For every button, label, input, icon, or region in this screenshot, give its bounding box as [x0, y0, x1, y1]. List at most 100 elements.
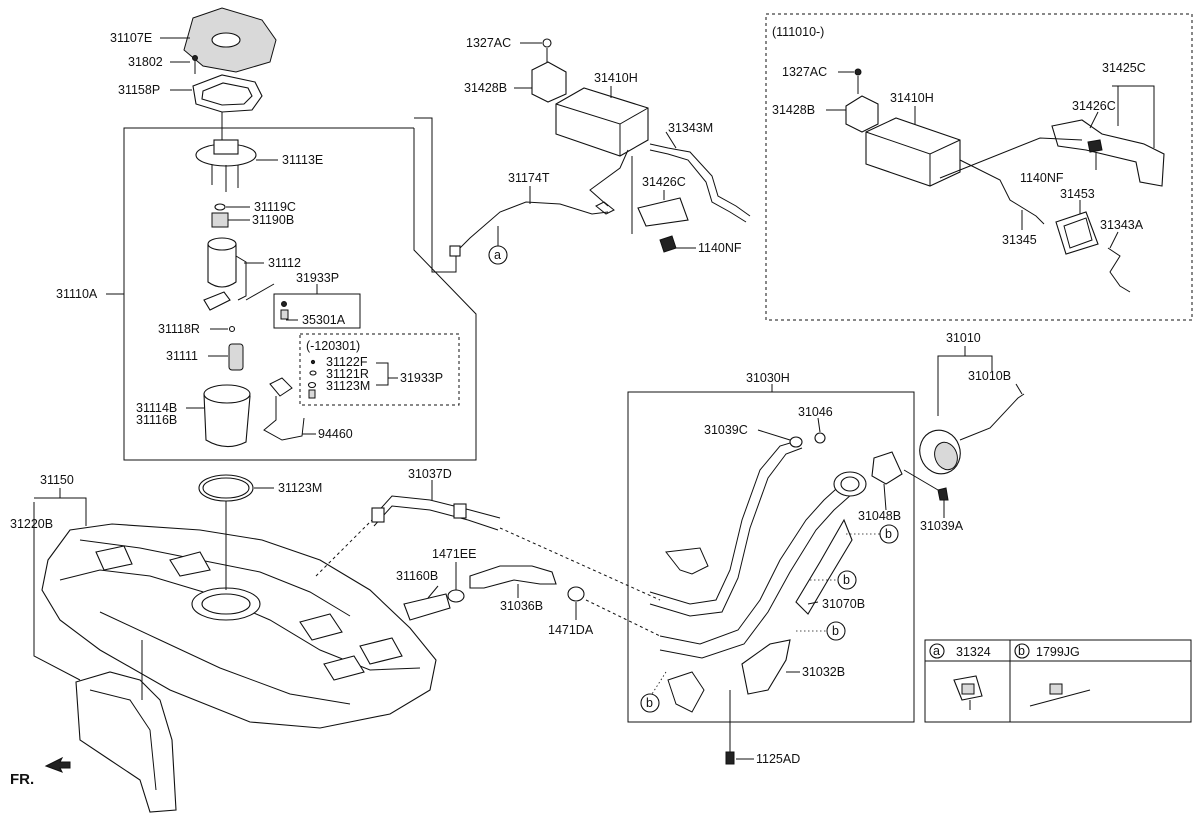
leader-31343m: [665, 131, 677, 149]
label-31150: 31150: [40, 473, 74, 487]
callout-b4-letter: b: [646, 696, 653, 710]
label-1327ac-a: 1327AC: [466, 36, 511, 50]
part-31123m-gasket-inner: [202, 477, 250, 499]
part-1471ee-clamp: [447, 589, 465, 603]
part-31039a-bolt: [937, 487, 949, 501]
part-31933p-a-oring: [281, 301, 287, 307]
part-tank-recess-5: [323, 655, 365, 681]
part-1140nf-bolt: [659, 235, 677, 253]
label-31174t: 31174T: [508, 171, 550, 185]
label-31345: 31345: [1002, 233, 1037, 247]
label-31010b: 31010B: [968, 369, 1011, 383]
label-31121r: 31121R: [326, 367, 369, 381]
box-variant-120301: [299, 333, 460, 406]
filler-neck-group: [627, 384, 915, 765]
label-31428b-b: 31428B: [772, 103, 815, 117]
link-pump-to-vent: [414, 117, 457, 273]
link-31037d-filler: [499, 527, 661, 601]
part-31112-top: [207, 237, 237, 251]
callout-a-letter: a: [494, 248, 501, 262]
part-31174t-line: [455, 201, 609, 253]
part-31426c-bracket: [637, 197, 689, 227]
fuel-pump-panel-outline: [123, 127, 477, 461]
label-31190b: 31190B: [252, 213, 294, 227]
leader-31343a: [1109, 231, 1119, 249]
callout-b2-letter: b: [843, 573, 850, 587]
part-31121r-ring: [309, 370, 317, 376]
callout-a-circle: [488, 245, 508, 265]
part-variant-valve: [308, 389, 316, 399]
part-31425c-bracket: [1051, 119, 1165, 187]
part-31410h-canister: [555, 87, 649, 157]
part-31453-filter: [1055, 211, 1099, 255]
leader-31426c-b: [1089, 111, 1099, 129]
label-31933p-b: 31933P: [400, 371, 443, 385]
box-variant-111010: [765, 13, 1193, 321]
callout-b3-letter: b: [832, 624, 839, 638]
part-upper-bracket: [665, 547, 709, 575]
part-94460-float: [269, 377, 293, 397]
label-31116b: 31116B: [136, 413, 177, 427]
label-31122f: 31122F: [326, 355, 368, 369]
label-1140nf-a: 1140NF: [698, 241, 742, 255]
label-31802: 31802: [128, 55, 163, 69]
label-31118r: 31118R: [158, 322, 200, 336]
label-1125ad: 1125AD: [756, 752, 800, 766]
label-31343m: 31343M: [668, 121, 713, 135]
part-31048b-gasket: [871, 451, 903, 485]
part-31032b-clamp: [741, 639, 791, 695]
callout-b3-circle: [826, 621, 846, 641]
leader-31425c: [1112, 85, 1155, 148]
part-31118r-joint: [203, 291, 231, 311]
label-31425c: 31425C: [1102, 61, 1146, 75]
part-31174t-end: [449, 245, 461, 257]
leader-callout-b4: [651, 671, 667, 695]
part-filler-tube-2: [659, 493, 853, 659]
part-vent-tube-1: [649, 439, 801, 605]
connecting-hoses-group: [371, 480, 661, 637]
label-31046: 31046: [798, 405, 833, 419]
label-31123m-a: 31123M: [326, 379, 370, 393]
part-labels: 31107E 31802 31158P 31113E 31119C 31190B…: [10, 25, 1146, 788]
part-tank-ridge-3: [99, 611, 351, 705]
label-31048b: 31048B: [858, 509, 901, 523]
label-31037d: 31037D: [408, 467, 452, 481]
part-tank-ridge-2: [79, 539, 351, 617]
part-31428b-b-bracket: [845, 95, 879, 133]
label-31112: 31112: [268, 256, 301, 270]
callout-circles: [488, 245, 899, 713]
part-1327ac-nut: [542, 38, 552, 48]
part-31174t-connector: [595, 201, 615, 215]
part-31428b-bracket: [531, 61, 567, 103]
part-31343m-hose2: [649, 149, 747, 223]
canister-variant-group: [765, 13, 1193, 321]
leader-31048b: [883, 483, 887, 511]
part-31410h-b-canister: [865, 117, 961, 187]
label-31123m-b: 31123M: [278, 481, 322, 495]
label-31426c-b: 31426C: [1072, 99, 1116, 113]
label-31158p: 31158P: [118, 83, 160, 97]
part-tank-recess-4: [359, 637, 403, 665]
label-variant-120301: (-120301): [306, 339, 360, 353]
label-31010: 31010: [946, 331, 981, 345]
part-31158p-inner: [201, 82, 253, 106]
leader-31046: [817, 417, 821, 433]
label-31160b: 31160B: [396, 569, 438, 583]
leader-31150: [34, 497, 87, 526]
part-31010b-tether: [959, 393, 1025, 441]
label-31114b: 31114B: [136, 401, 177, 415]
part-31122f-dot: [310, 359, 316, 365]
callout-b1-letter: b: [885, 527, 892, 541]
leader-31933p-link: [245, 283, 275, 301]
legend-a-part: 31324: [956, 645, 991, 659]
part-31802-head: [192, 55, 198, 61]
label-1471da: 1471DA: [548, 623, 594, 637]
part-35301a-valve: [280, 309, 289, 320]
label-31426c-a: 31426C: [642, 175, 686, 189]
part-31160b-pipe: [403, 593, 451, 621]
part-fuel-cap-inner: [934, 441, 958, 471]
part-lower-bracket: [667, 671, 705, 713]
part-31220b-ridge: [89, 689, 157, 791]
label-31343a: 31343A: [1100, 218, 1144, 232]
label-variant-111010: (111010-): [772, 25, 824, 39]
